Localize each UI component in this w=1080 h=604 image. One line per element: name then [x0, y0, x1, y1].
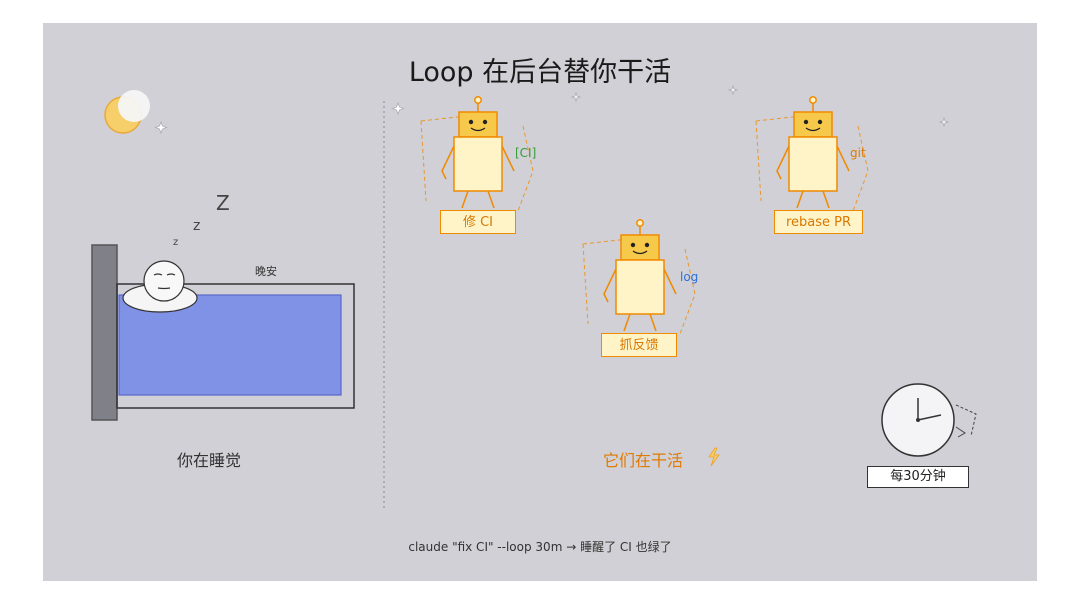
robot-note-feedback: log — [680, 270, 698, 284]
sparkle-icons — [154, 84, 950, 135]
robots: [CI] git log — [420, 96, 869, 335]
robot-note-ci: [CI] — [515, 146, 536, 160]
snore-z-small: z — [173, 237, 178, 248]
bed-label: 晚安 — [255, 264, 277, 278]
tagline: claude "fix CI" --loop 30m → 睡醒了 CI 也绿了 — [408, 540, 672, 554]
robot-ci: [CI] — [420, 96, 536, 212]
robot-task-label-rebase: rebase PR — [774, 210, 863, 234]
left-caption: 你在睡觉 — [176, 451, 241, 470]
snore-z-medium: z — [193, 218, 200, 234]
bed: 晚安 — [91, 244, 355, 421]
robot-feedback: log — [582, 219, 698, 335]
robot-rebase: git — [755, 96, 869, 212]
snore-text: Z z z — [173, 191, 230, 248]
timer-label: 每30分钟 — [867, 466, 969, 488]
illustration-canvas: Loop 在后台替你干活 Z z z — [43, 23, 1037, 581]
robot-task-label-ci: 修 CI — [440, 210, 516, 234]
page-title: Loop 在后台替你干活 — [408, 57, 672, 88]
snore-z-large: Z — [216, 191, 230, 215]
robot-note-rebase: git — [850, 146, 866, 160]
robot-task-label-feedback: 抓反馈 — [601, 333, 677, 357]
lightning-icon — [708, 447, 720, 467]
scene-drawing: Z z z 晚安 [CI] git log — [91, 84, 977, 508]
blanket — [118, 294, 342, 396]
moon-icon — [104, 90, 150, 134]
clock-icon — [881, 383, 977, 457]
sleeping-face-icon — [143, 260, 185, 302]
right-caption: 它们在干活 — [602, 451, 683, 470]
